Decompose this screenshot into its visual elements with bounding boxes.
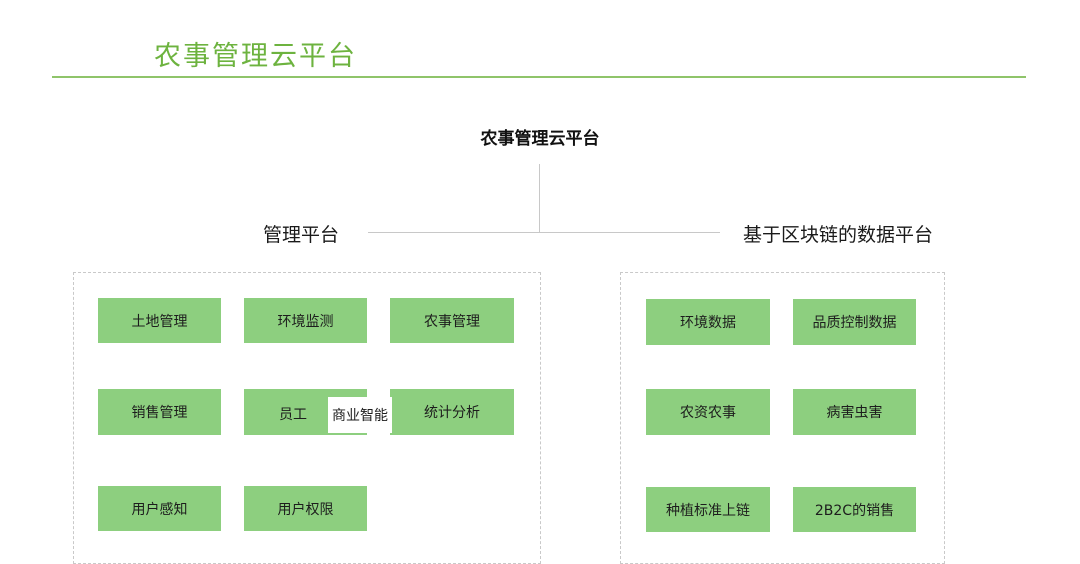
module-planting-standards-chain: 种植标准上链	[646, 487, 770, 532]
root-connector	[539, 164, 540, 232]
module-2b2c-sales: 2B2C的销售	[793, 487, 916, 532]
module-environment-data: 环境数据	[646, 299, 770, 345]
business-intelligence-label: 商业智能	[328, 397, 392, 433]
module-farm-management: 农事管理	[390, 298, 514, 343]
module-pests-diseases: 病害虫害	[793, 389, 916, 435]
right-branch-title: 基于区块链的数据平台	[743, 224, 934, 246]
page-title: 农事管理云平台	[154, 41, 357, 72]
module-sales-management: 销售管理	[98, 389, 221, 435]
module-user-perception: 用户感知	[98, 486, 221, 531]
module-user-permissions: 用户权限	[244, 486, 367, 531]
module-quality-control-data: 品质控制数据	[793, 299, 916, 345]
module-statistics: 统计分析	[390, 389, 514, 435]
left-branch-title: 管理平台	[263, 224, 340, 246]
root-node: 农事管理云平台	[480, 129, 600, 149]
header-divider	[52, 76, 1026, 78]
module-agri-inputs: 农资农事	[646, 389, 770, 435]
branch-connector	[368, 232, 720, 233]
module-environment-monitoring: 环境监测	[244, 298, 367, 343]
module-land-management: 土地管理	[98, 298, 221, 343]
